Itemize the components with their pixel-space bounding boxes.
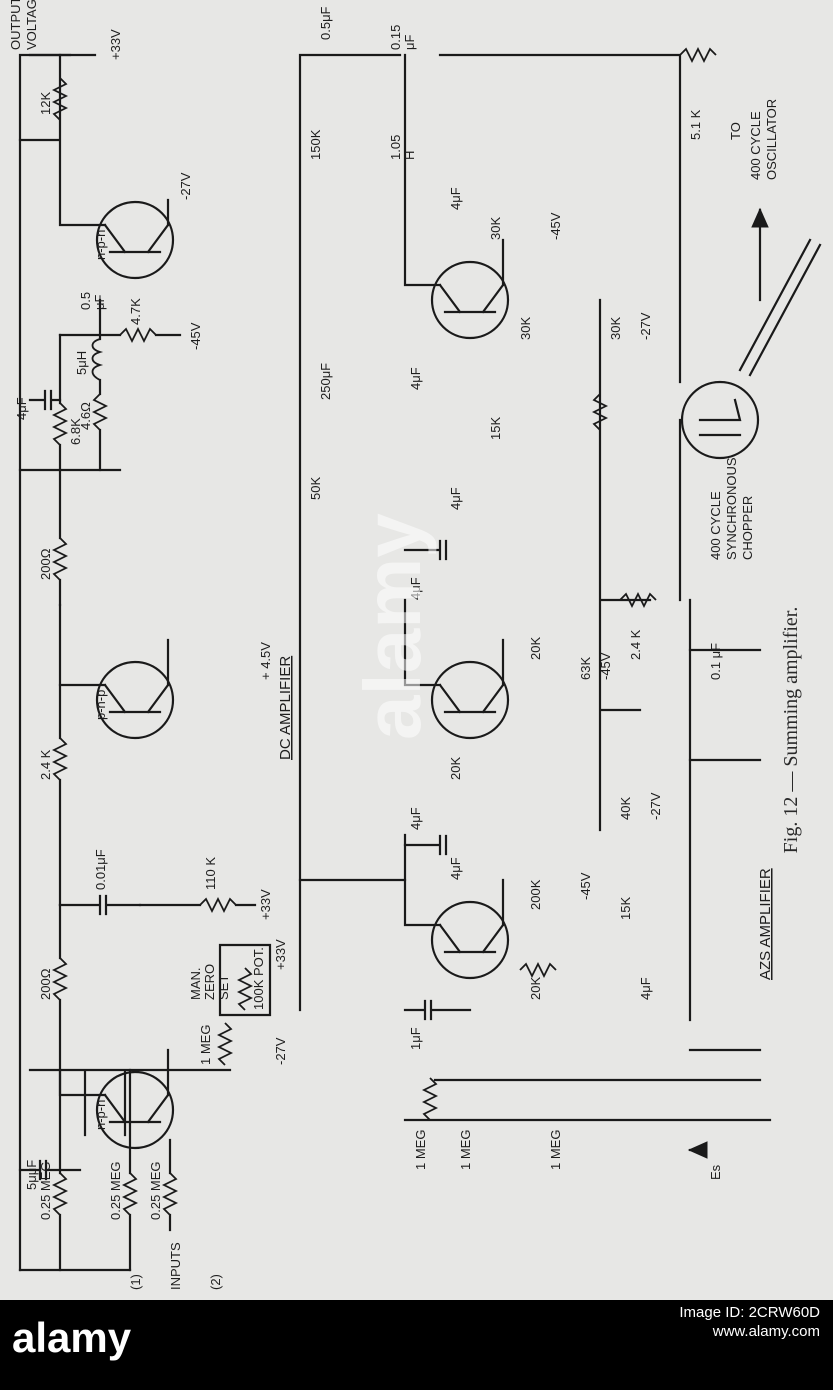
label-c4top: 4μF: [14, 397, 29, 420]
label-r50k: 50K: [308, 477, 323, 500]
label-l105b: H: [402, 151, 417, 160]
label-m45c: -45V: [598, 652, 613, 680]
label-c4a: 4μF: [448, 857, 463, 880]
label-r15ka: 15K: [618, 897, 633, 920]
label-c4f: 4μF: [408, 367, 423, 390]
label-c015b: μF: [402, 35, 417, 50]
label-p45: + 4.5V: [258, 642, 273, 680]
label-c5uuf: 5μμF: [24, 1160, 39, 1190]
label-c250: 250μF: [318, 363, 333, 400]
label-pot: 100K POT.: [251, 947, 266, 1010]
label-c015a: 0.15: [388, 25, 403, 50]
label-c05uf: 0.5μF: [318, 6, 333, 40]
label-r24k2: 2.4 K: [628, 629, 643, 660]
label-r110k: 110 K: [203, 857, 218, 890]
stock-brand: alamy: [12, 1314, 132, 1361]
label-r30kb: 30K: [488, 217, 503, 240]
label-r150k: 150K: [308, 129, 323, 160]
label-r63k: 63K: [578, 657, 593, 680]
label-npn-2: n-p-n: [93, 230, 108, 260]
label-m45b: -45V: [578, 872, 593, 900]
label-m45d: -45V: [548, 212, 563, 240]
label-r025b: 0.25 MEG: [108, 1161, 123, 1220]
label-p33c: +33V: [108, 29, 123, 60]
label-in2: (2): [208, 1274, 223, 1290]
label-r1a: 1 MEG: [198, 1025, 213, 1065]
label-r200k: 200K: [528, 879, 543, 910]
label-zero: ZERO: [202, 964, 217, 1000]
label-c4b: 4μF: [408, 807, 423, 830]
label-osc1: 400 CYCLE: [748, 111, 763, 180]
label-npn-1: n-p-n: [93, 1100, 108, 1130]
label-c4c: 4μF: [638, 977, 653, 1000]
label-r30kc: 30K: [608, 317, 623, 340]
label-r200a: 200Ω: [38, 968, 53, 1000]
label-r1c: 1 MEG: [458, 1130, 473, 1170]
label-c001: 0.01μF: [93, 849, 108, 890]
schematic-diagram: OUTPUT VOLTAGE INPUTS (1) (2) n-p-n p-n-…: [8, 0, 822, 1290]
label-l105a: 1.05: [388, 135, 403, 160]
label-chop2: SYNCHRONOUS: [724, 457, 739, 560]
label-r30ka: 30K: [518, 317, 533, 340]
label-to: TO: [728, 122, 743, 140]
label-r46: 4.6Ω: [78, 402, 93, 430]
label-m27d: -27V: [638, 312, 653, 340]
label-c05a: 0.5: [78, 292, 93, 310]
label-r68k: 6.8K: [68, 418, 83, 445]
label-c4e: 4μF: [448, 487, 463, 510]
label-osc2: OSCILLATOR: [764, 99, 779, 180]
label-m27b: -27V: [178, 172, 193, 200]
label-c4g: 4μF: [448, 187, 463, 210]
azs-amplifier: [298, 46, 822, 1159]
label-r20ka: 20K: [528, 977, 543, 1000]
label-r15kb: 15K: [488, 417, 503, 440]
figure-caption: Fig. 12 — Summing amplifier.: [780, 606, 802, 854]
label-set: SET: [216, 975, 231, 1000]
label-m27a: -27V: [273, 1037, 288, 1065]
label-r12k: 12K: [38, 92, 53, 115]
label-in1: (1): [128, 1274, 143, 1290]
section-azs-amplifier: AZS AMPLIFIER: [757, 868, 774, 980]
label-r1b: 1 MEG: [413, 1130, 428, 1170]
stock-info: Image ID: 2CRW60D www.alamy.com: [470, 1304, 820, 1340]
label-es: Es: [708, 1164, 723, 1180]
label-pnp: p-n-p: [93, 690, 108, 720]
label-man: MAN.: [188, 968, 203, 1001]
watermark-text: alamy: [348, 513, 437, 740]
stock-url: www.alamy.com: [712, 1323, 820, 1340]
label-r200b: 200Ω: [38, 548, 53, 580]
label-r025c: 0.25 MEG: [148, 1161, 163, 1220]
stock-footer: [0, 1300, 833, 1390]
label-r20kb: 20K: [448, 757, 463, 780]
label-r47k: 4.7K: [128, 298, 143, 325]
label-chop1: 400 CYCLE: [708, 491, 723, 560]
label-voltage: VOLTAGE: [24, 0, 39, 50]
label-r51k: 5.1 K: [688, 109, 703, 140]
label-m27c: -27V: [648, 792, 663, 820]
stock-image-id: Image ID: 2CRW60D: [679, 1304, 820, 1321]
label-inputs: INPUTS: [168, 1242, 183, 1290]
label-chop3: CHOPPER: [740, 496, 755, 560]
label-c01: 0.1 μF: [708, 643, 723, 680]
label-c1uf: 1μF: [408, 1027, 423, 1050]
label-output: OUTPUT: [8, 0, 23, 50]
dc-amplifier: [18, 53, 272, 1272]
section-dc-amplifier: DC AMPLIFIER: [277, 656, 294, 760]
label-r24k: 2.4 K: [38, 749, 53, 780]
label-m45a: -45V: [188, 322, 203, 350]
label-p33a: +33V: [273, 939, 288, 970]
label-r20kc: 20K: [528, 637, 543, 660]
label-r40k: 40K: [618, 797, 633, 820]
label-p33b: +33V: [258, 889, 273, 920]
label-l5uh: 5μH: [74, 351, 89, 375]
label-c4d: 4μF: [408, 577, 423, 600]
label-r1d: 1 MEG: [548, 1130, 563, 1170]
label-r025a: 0.25 MEG: [38, 1161, 53, 1220]
label-c05b: μF: [92, 295, 107, 310]
